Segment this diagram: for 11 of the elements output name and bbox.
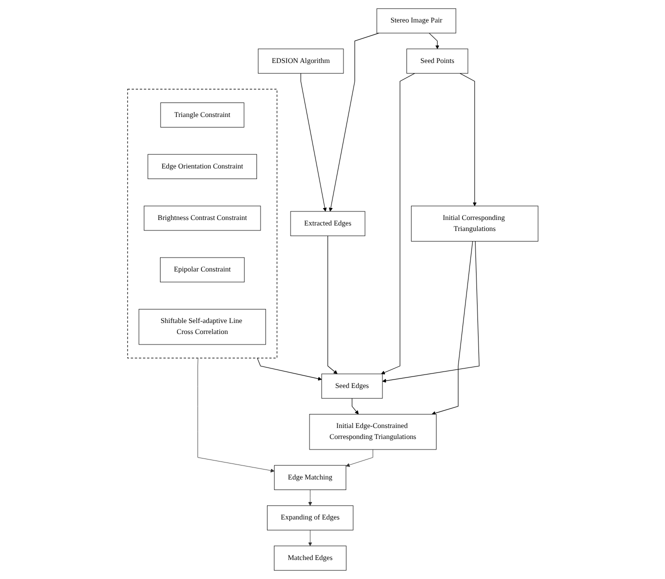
arrow <box>327 236 338 374</box>
arrow <box>431 241 473 416</box>
arrow <box>428 32 439 50</box>
arrow <box>459 73 476 206</box>
arrow <box>328 32 379 212</box>
arrow <box>382 241 480 383</box>
arrow <box>300 73 326 212</box>
arrow <box>380 73 415 374</box>
cluster <box>126 88 277 358</box>
arrow <box>256 358 322 381</box>
arrow <box>351 398 358 414</box>
